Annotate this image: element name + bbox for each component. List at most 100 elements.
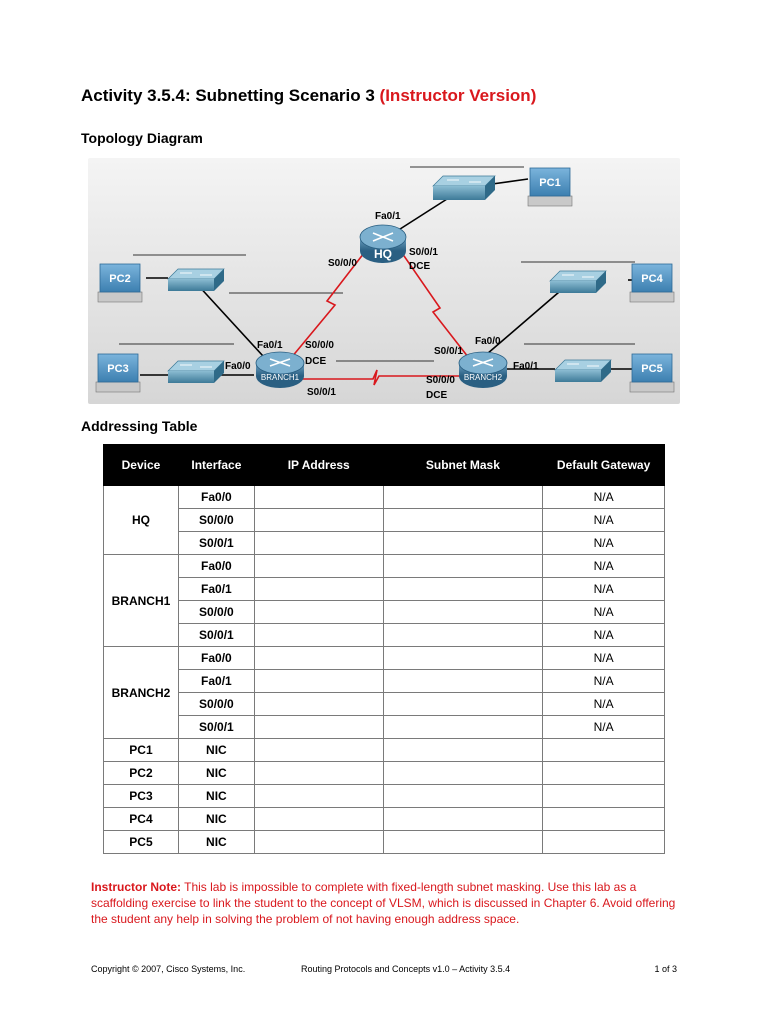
label-b1-s001: S0/0/1: [307, 387, 336, 398]
ip-address-cell: [253, 784, 384, 808]
ip-address-cell: [253, 761, 384, 785]
pc4-label: PC4: [641, 273, 663, 285]
addressing-heading: Addressing Table: [81, 418, 198, 434]
interface-cell: Fa0/0: [177, 485, 255, 509]
subnet-mask-cell: [382, 830, 544, 854]
header-device: Device: [103, 444, 179, 486]
label-hq-fa01: Fa0/1: [375, 211, 401, 222]
interface-cell: S0/0/1: [177, 531, 255, 555]
ip-address-cell: [253, 508, 384, 532]
pc2: PC2: [97, 263, 143, 303]
subnet-mask-cell: [382, 807, 544, 831]
header-default-gateway: Default Gateway: [542, 444, 665, 486]
switch-pc5: [554, 359, 612, 382]
interface-cell: Fa0/0: [177, 554, 255, 578]
title-version: (Instructor Version): [379, 86, 537, 105]
topology-heading: Topology Diagram: [81, 130, 203, 146]
table-row: S0/0/0 N/A: [104, 600, 665, 624]
ip-address-cell: [253, 485, 384, 509]
device-cell: HQ: [103, 485, 179, 555]
pc1-label: PC1: [539, 177, 560, 189]
pc5-label: PC5: [641, 363, 662, 375]
default-gateway-cell: [542, 738, 665, 762]
ip-address-cell: [253, 554, 384, 578]
default-gateway-cell: N/A: [542, 531, 665, 555]
pc1: PC1: [527, 167, 573, 207]
subnet-mask-cell: [382, 600, 544, 624]
footer-copyright: Copyright © 2007, Cisco Systems, Inc.: [91, 964, 246, 974]
router-branch2: BRANCH2: [458, 351, 508, 388]
default-gateway-cell: N/A: [542, 600, 665, 624]
pc5: PC5: [629, 353, 675, 393]
subnet-mask-cell: [382, 692, 544, 716]
label-b2-fa00: Fa0/0: [475, 336, 501, 347]
header-subnet-mask: Subnet Mask: [382, 444, 544, 486]
ip-address-cell: [253, 531, 384, 555]
interface-cell: NIC: [177, 738, 255, 762]
interface-cell: Fa0/0: [177, 646, 255, 670]
interface-cell: S0/0/0: [177, 600, 255, 624]
ip-address-cell: [253, 669, 384, 693]
router-hq-label: HQ: [374, 247, 392, 261]
interface-cell: Fa0/1: [177, 577, 255, 601]
default-gateway-cell: [542, 807, 665, 831]
table-row: S0/0/1 N/A: [104, 531, 665, 555]
ip-address-cell: [253, 577, 384, 601]
switch-hq: [432, 175, 496, 200]
label-b1-fa00: Fa0/0: [225, 361, 251, 372]
device-cell: PC2: [103, 761, 179, 785]
switch-pc4: [549, 270, 607, 293]
default-gateway-cell: N/A: [542, 554, 665, 578]
label-hq-s001: S0/0/1: [409, 247, 438, 258]
ip-address-cell: [253, 738, 384, 762]
device-cell: PC5: [103, 830, 179, 854]
default-gateway-cell: N/A: [542, 692, 665, 716]
default-gateway-cell: N/A: [542, 715, 665, 739]
label-hq-dce: DCE: [409, 261, 430, 272]
table-row: Fa0/1 N/A: [104, 669, 665, 693]
default-gateway-cell: N/A: [542, 646, 665, 670]
label-b2-s001: S0/0/1: [434, 346, 463, 357]
diagram-background: [88, 158, 680, 404]
subnet-mask-cell: [382, 646, 544, 670]
interface-cell: S0/0/0: [177, 692, 255, 716]
note-text: This lab is impossible to complete with …: [91, 880, 676, 926]
ip-address-cell: [253, 692, 384, 716]
router-branch2-label: BRANCH2: [464, 373, 503, 382]
subnet-mask-cell: [382, 738, 544, 762]
router-branch1-label: BRANCH1: [261, 373, 300, 382]
subnet-mask-cell: [382, 531, 544, 555]
label-hq-s000: S0/0/0: [328, 258, 357, 269]
default-gateway-cell: N/A: [542, 669, 665, 693]
footer-page: 1 of 3: [654, 964, 677, 974]
addressing-table: Device Interface IP Address Subnet Mask …: [103, 444, 665, 854]
subnet-mask-cell: [382, 784, 544, 808]
subnet-mask-cell: [382, 508, 544, 532]
ip-address-cell: [253, 715, 384, 739]
interface-cell: Fa0/1: [177, 669, 255, 693]
default-gateway-cell: [542, 830, 665, 854]
interface-cell: NIC: [177, 830, 255, 854]
ip-address-cell: [253, 830, 384, 854]
pc3: PC3: [95, 353, 141, 393]
table-row: S0/0/0 N/A: [104, 692, 665, 716]
pc4: PC4: [629, 263, 675, 303]
instructor-note: Instructor Note: This lab is impossible …: [91, 879, 691, 927]
ip-address-cell: [253, 600, 384, 624]
router-branch1: BRANCH1: [255, 351, 305, 388]
network-label-lines: [119, 166, 635, 362]
switch-pc3: [167, 360, 225, 383]
device-cell: BRANCH1: [103, 554, 179, 647]
table-header-row: Device Interface IP Address Subnet Mask …: [103, 444, 665, 486]
topology-diagram: HQ BRANCH1 BRANCH2: [88, 158, 680, 404]
